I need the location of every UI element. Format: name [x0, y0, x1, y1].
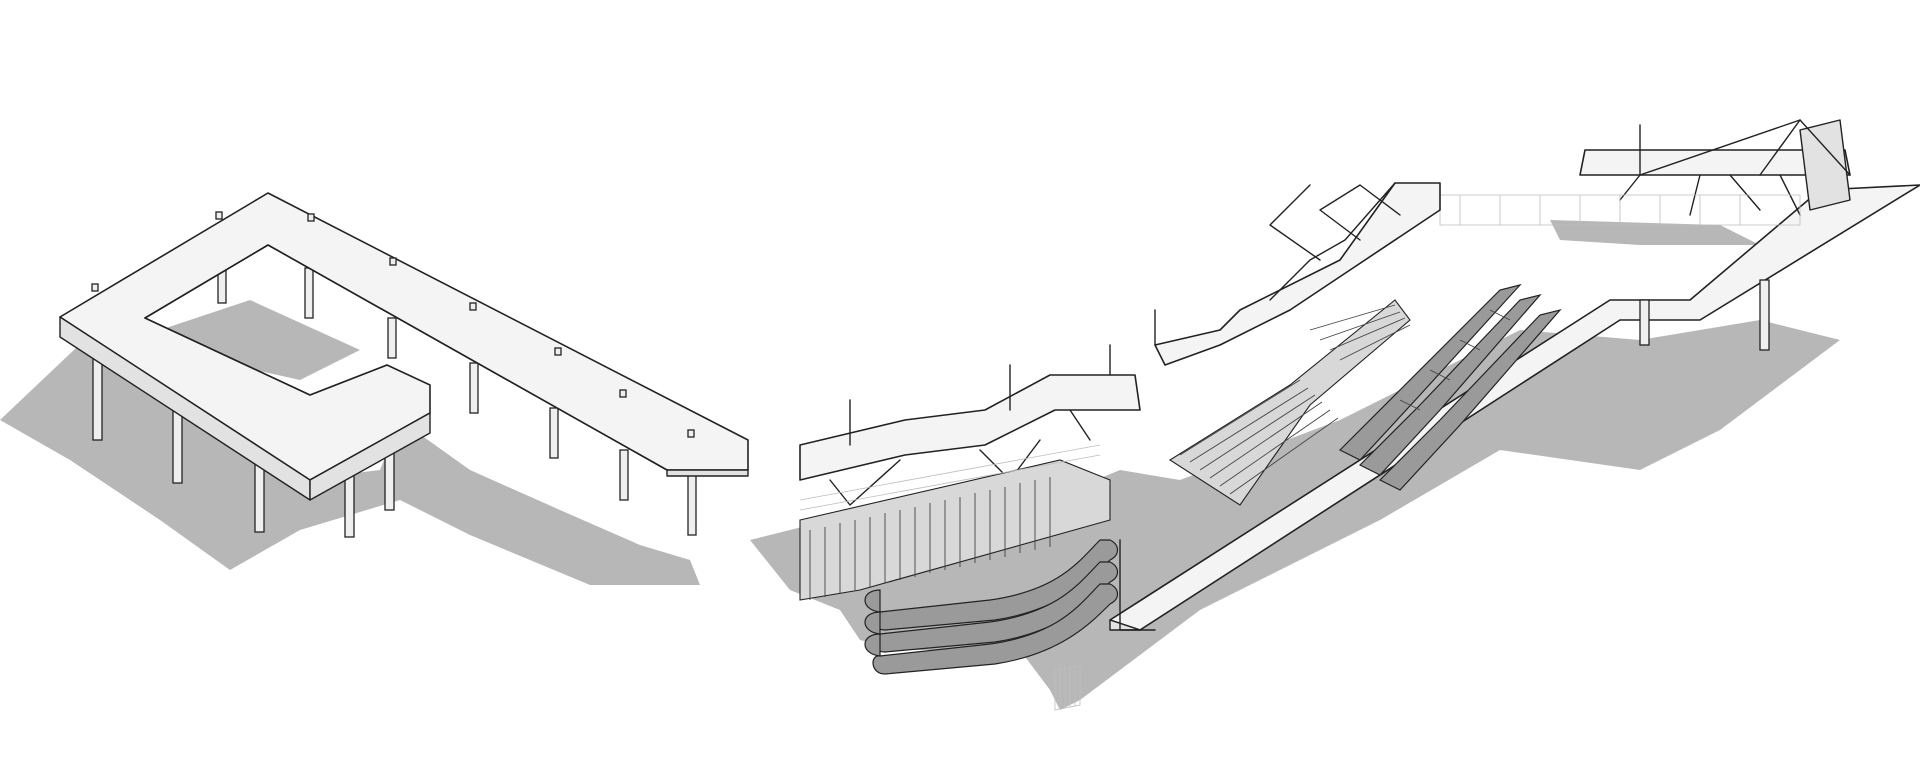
bottom-fence	[1054, 664, 1081, 711]
railing	[1439, 194, 1801, 226]
lower-canopy	[799, 344, 1141, 506]
right-structure	[750, 119, 1920, 711]
platform-slab	[1109, 184, 1920, 631]
middle-canopy	[1154, 182, 1441, 366]
left-structure	[0, 192, 749, 585]
left-stairs	[799, 444, 1111, 601]
left-shadow	[0, 330, 700, 585]
upper-canopy	[1579, 119, 1851, 216]
right-escalators	[1338, 283, 1562, 491]
left-escalators	[864, 539, 1119, 675]
central-stairs	[1168, 299, 1411, 506]
left-bolts	[91, 211, 695, 438]
